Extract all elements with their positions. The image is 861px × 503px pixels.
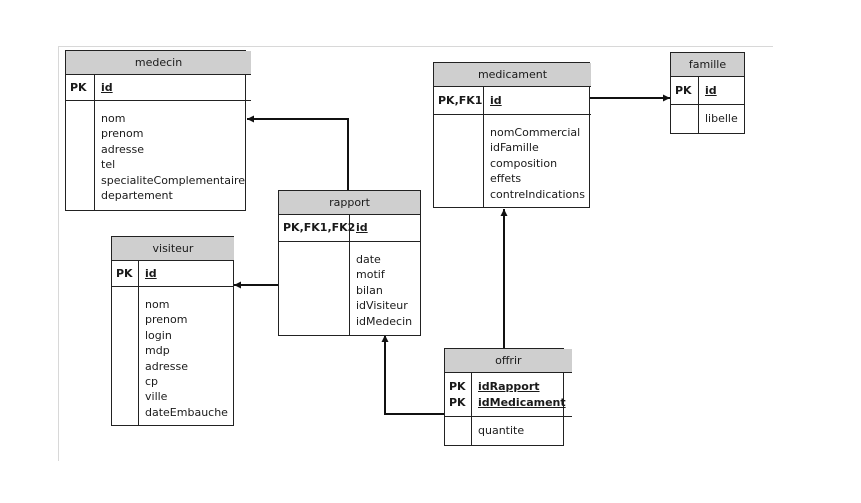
primary-key-cell: id (484, 87, 591, 115)
field-key-column (434, 115, 484, 207)
field: prenom (101, 127, 144, 141)
key-label-column: PK PK (445, 373, 472, 417)
table-header: visiteur (112, 237, 234, 261)
pk-field: id (705, 83, 717, 97)
key-label-column: PK,FK1 (434, 87, 484, 115)
link-offrir-rapport (381, 335, 444, 415)
table-header: medicament (434, 63, 591, 87)
canvas-border-left (58, 46, 59, 461)
field: dateEmbauche (145, 405, 228, 419)
pk-label: PK (449, 379, 466, 393)
field: motif (356, 268, 385, 282)
key-label-column: PK (112, 261, 139, 287)
pk-label: PK,FK1,FK2 (283, 221, 356, 234)
field-key-column (112, 287, 139, 425)
field-list: libelle (699, 105, 744, 133)
field: quantite (478, 424, 525, 437)
pk-field: id (490, 93, 502, 107)
pk-label: PK (449, 395, 466, 409)
key-label-column: PK,FK1,FK2 (279, 215, 356, 242)
table-header: offrir (445, 349, 572, 373)
field: idVisiteur (356, 299, 408, 313)
table-visiteur: visiteur PK id nom prenom login mdp adre… (111, 236, 234, 426)
field: adresse (101, 142, 145, 156)
field-list: nom prenom login mdp adresse cp ville da… (139, 287, 234, 425)
field: date (356, 253, 381, 266)
table-medicament: medicament PK,FK1 id nomCommercial idFam… (433, 62, 591, 208)
field: prenom (145, 313, 188, 327)
table-rapport: rapport PK,FK1,FK2 id date motif bilan i… (278, 190, 421, 336)
pk-field: id (145, 266, 157, 280)
table-header: rapport (279, 191, 420, 215)
key-label-column: PK (66, 75, 95, 101)
table-offrir: offrir PK PK idRapport idMedicament quan… (444, 348, 572, 446)
field: libelle (705, 112, 738, 125)
field: login (145, 328, 172, 342)
field: bilan (356, 283, 383, 297)
primary-key-cell: idRapport idMedicament (472, 373, 572, 417)
field-list: date motif bilan idVisiteur idMedecin (350, 242, 420, 335)
pk-label: PK,FK1 (438, 93, 483, 107)
field: mdp (145, 344, 170, 358)
field-key-column (279, 242, 350, 335)
canvas-border-top (58, 46, 773, 47)
pk-field: id (356, 221, 368, 234)
field: cp (145, 375, 159, 389)
field: tel (101, 158, 116, 172)
pk-label: PK (70, 80, 87, 94)
table-header: medecin (66, 51, 252, 75)
field: departement (101, 189, 173, 203)
field: ville (145, 390, 168, 404)
pk-field: idRapport (478, 379, 540, 393)
pk-label: PK (116, 266, 133, 280)
key-label-column: PK (671, 77, 699, 105)
field-key-column (445, 417, 472, 445)
field: adresse (145, 359, 189, 373)
field: nomCommercial (490, 126, 581, 139)
field-list: nom prenom adresse tel specialiteComplem… (95, 101, 251, 210)
field-key-column (671, 105, 699, 133)
field: nom (101, 112, 126, 125)
pk-field: id (101, 80, 113, 94)
pk-label: PK (675, 83, 692, 97)
table-medecin: medecin PK id nom prenom adresse tel spe… (65, 50, 252, 211)
table-famille: famille PK id libelle (670, 52, 745, 134)
pk-field: idMedicament (478, 395, 566, 409)
table-header: famille (671, 53, 744, 77)
field-list: quantite (472, 417, 572, 445)
field: idFamille (490, 141, 539, 155)
primary-key-cell: id (139, 261, 234, 287)
field-list: nomCommercial idFamille composition effe… (484, 115, 591, 207)
field: effets (490, 172, 522, 186)
primary-key-cell: id (350, 215, 420, 242)
primary-key-cell: id (95, 75, 252, 101)
link-rapport-medecin (247, 115, 349, 190)
field: idMedecin (356, 314, 413, 328)
field: composition (490, 156, 558, 170)
primary-key-cell: id (699, 77, 744, 105)
field: specialiteComplementaire (101, 173, 246, 187)
field: contreIndications (490, 187, 585, 201)
field: nom (145, 298, 170, 311)
field-key-column (66, 101, 95, 210)
